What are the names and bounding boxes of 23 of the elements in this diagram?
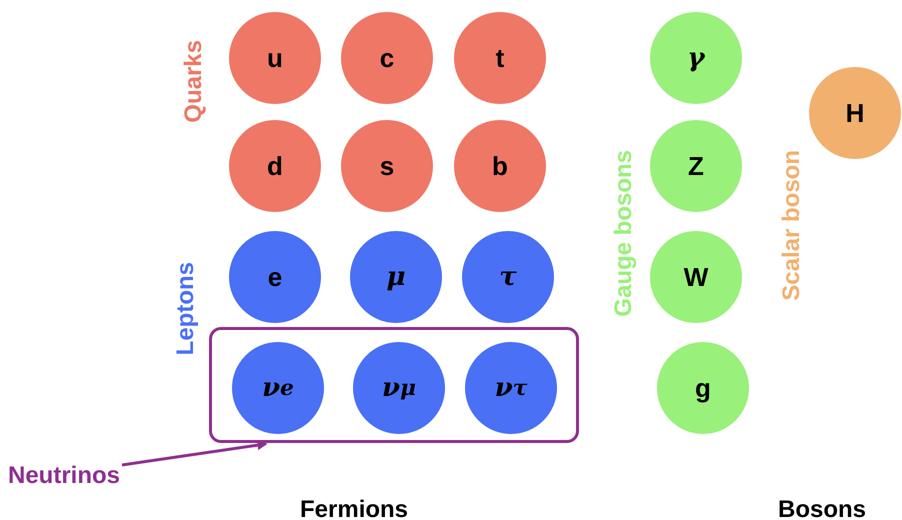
group-label: Leptons (172, 262, 200, 356)
particle-circle: d (229, 120, 321, 212)
group-label: Quarks (180, 40, 208, 123)
particle-circle: c (341, 12, 433, 104)
particle-circle: W (650, 231, 742, 323)
particle-circle: s (341, 120, 433, 212)
group-label: Scalar boson (778, 150, 806, 301)
arrow (122, 440, 268, 466)
particle-circle: γ (650, 12, 742, 104)
particle-circle: τ (462, 231, 554, 323)
particle-circle: μ (350, 231, 442, 323)
group-label: Gauge bosons (610, 150, 638, 317)
column-label: Bosons (778, 496, 866, 520)
column-label: Fermions (300, 496, 408, 520)
particle-circle: Z (650, 120, 742, 212)
particle-circle: H (809, 67, 901, 159)
particle-circle: e (229, 231, 321, 323)
group-frame (209, 327, 579, 443)
particle-circle: u (229, 12, 321, 104)
callout-label: Neutrinos (8, 462, 120, 490)
particle-circle: g (657, 342, 749, 434)
particle-circle: b (454, 120, 546, 212)
particle-circle: t (454, 12, 546, 104)
